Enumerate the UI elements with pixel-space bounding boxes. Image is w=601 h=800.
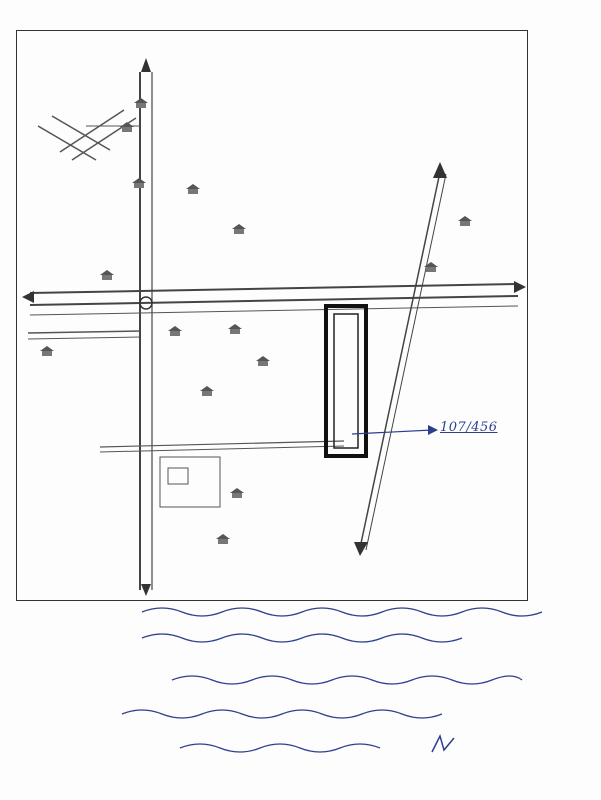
main-road-line-a xyxy=(29,283,519,294)
northeast-arrow-icon xyxy=(433,162,447,178)
house-icon xyxy=(228,324,242,334)
target-plot-inner xyxy=(333,313,359,449)
house-icon xyxy=(186,184,200,194)
note-stroke-3 xyxy=(171,675,523,685)
house-icon xyxy=(100,270,114,280)
house-icon xyxy=(458,216,472,226)
house-icon xyxy=(134,98,148,108)
lower-street-a xyxy=(99,440,345,448)
house-icon xyxy=(424,262,438,272)
diagonal-road-line-b xyxy=(365,173,447,551)
house-icon xyxy=(232,224,246,234)
signature-stroke xyxy=(431,733,455,753)
note-stroke-2 xyxy=(141,633,463,643)
side-street-3 xyxy=(59,109,125,153)
side-street-2 xyxy=(51,115,111,151)
main-road-line-b xyxy=(29,295,519,306)
diagonal-road-line-a xyxy=(359,171,441,549)
compound-building xyxy=(167,467,189,485)
east-arrow-icon xyxy=(514,281,526,293)
lower-left-street-b xyxy=(27,336,141,340)
house-icon xyxy=(230,488,244,498)
south-arrow-icon xyxy=(141,584,151,596)
house-icon xyxy=(132,178,146,188)
frontage-road-line xyxy=(29,305,519,316)
lower-street-b xyxy=(99,445,345,453)
side-street-1 xyxy=(37,125,97,161)
house-icon xyxy=(120,122,134,132)
house-icon xyxy=(256,356,270,366)
compound-outline xyxy=(159,456,221,508)
plot-pointer-line xyxy=(351,429,433,435)
west-arrow-icon xyxy=(22,291,34,303)
house-icon xyxy=(216,534,230,544)
lower-left-street-a xyxy=(27,330,141,334)
plot-number-label: 107/456 xyxy=(440,420,498,435)
house-icon xyxy=(168,326,182,336)
plot-pointer-arrow-icon xyxy=(428,425,438,435)
southeast-arrow-icon xyxy=(354,542,368,556)
house-icon xyxy=(40,346,54,356)
note-stroke-1 xyxy=(141,607,543,617)
note-stroke-4 xyxy=(121,709,443,719)
map-frame xyxy=(16,30,528,601)
target-plot xyxy=(324,304,368,458)
house-icon xyxy=(200,386,214,396)
note-stroke-5 xyxy=(179,743,381,753)
north-arrow-icon xyxy=(141,58,151,72)
intersection-circle xyxy=(139,296,153,310)
